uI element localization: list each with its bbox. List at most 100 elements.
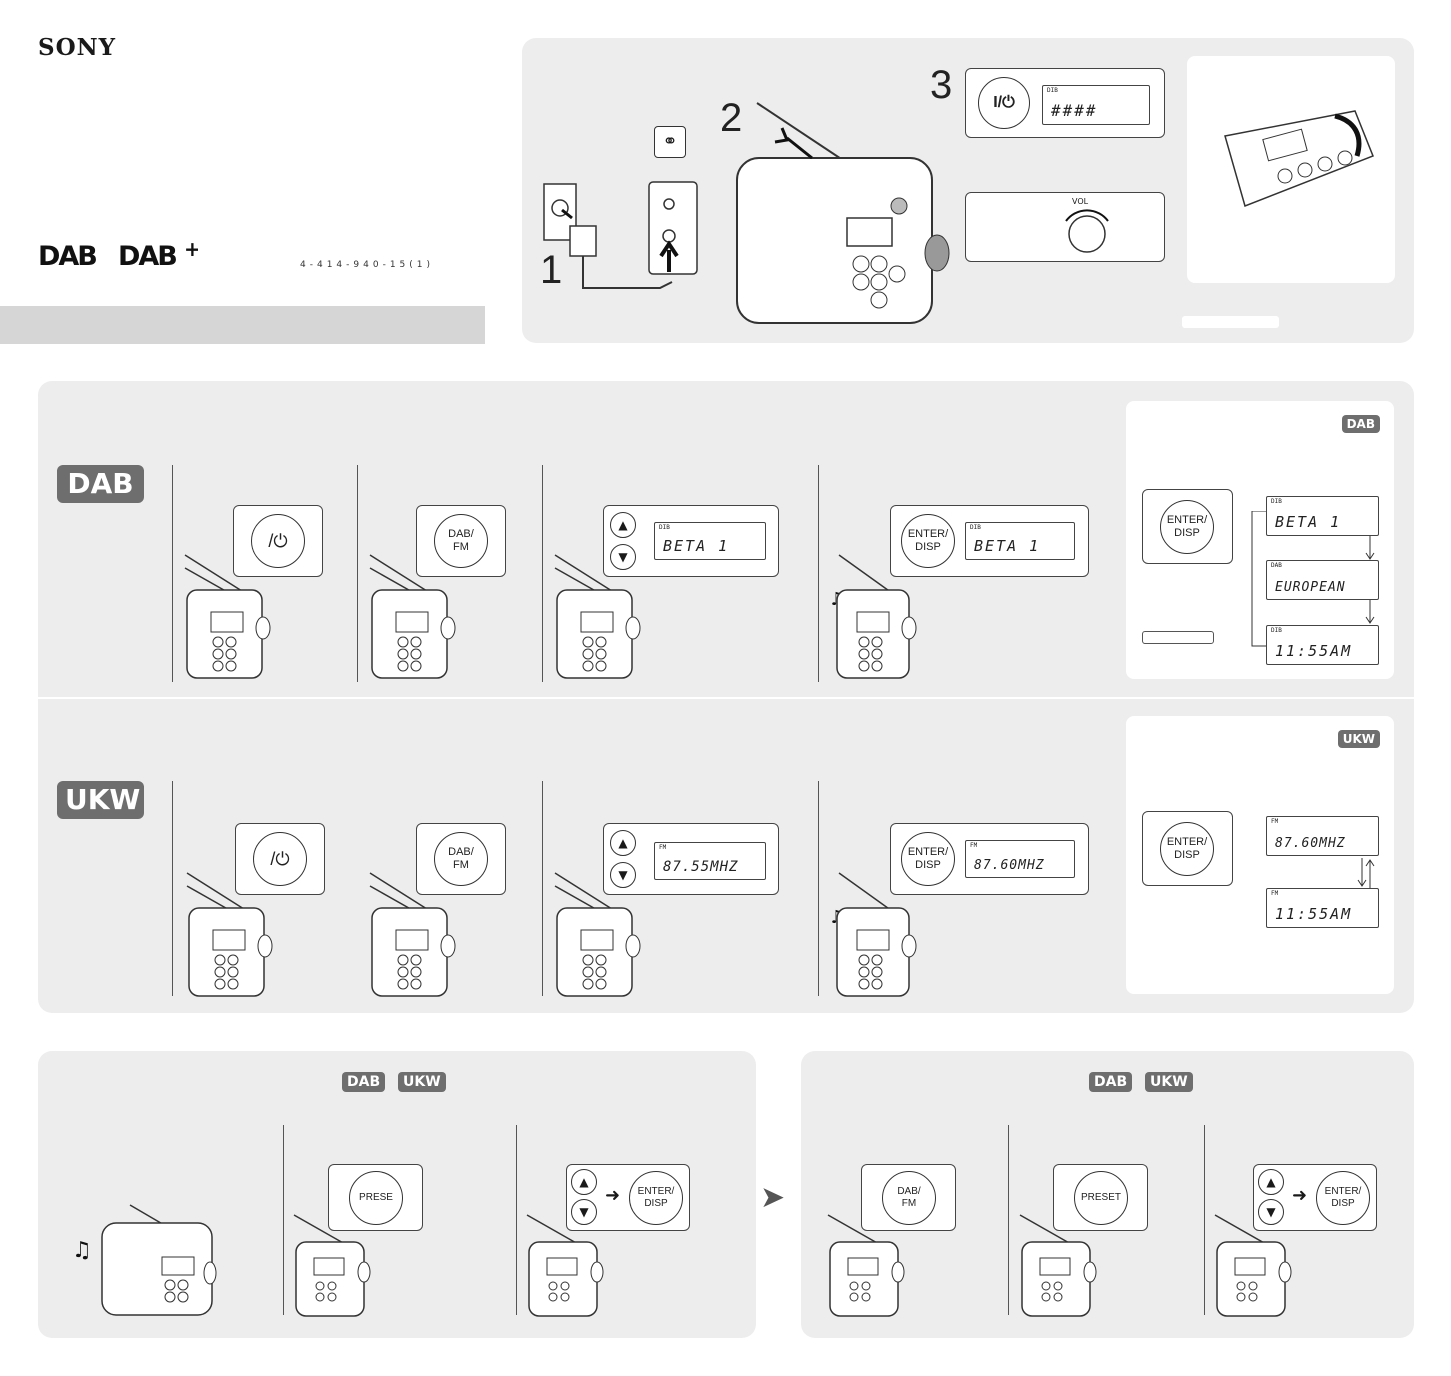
ukw-power-button[interactable]: /⏻ [253, 832, 307, 886]
setup-panel: 1 2 3 ⚭ I/⏻ DIB #### [522, 38, 1414, 343]
preset-left-tag-ukw: UKW [398, 1072, 446, 1092]
preset-divider-2 [516, 1125, 517, 1315]
dab-power-button[interactable]: /⏻ [251, 514, 305, 568]
preset-recall-mode-callout: DAB/ FM [861, 1164, 956, 1231]
ukw-radio-small-3 [554, 872, 641, 997]
ukw-radio-small-2 [369, 872, 456, 997]
ukw-cycle-arrows [1357, 858, 1375, 888]
input-jack-panel [648, 181, 698, 275]
ukw-tune-up-button[interactable]: ▲ [610, 830, 636, 856]
preset-store-enter-button[interactable]: ENTER/ DISP [629, 1171, 683, 1225]
power-button[interactable]: I/⏻ [978, 77, 1030, 129]
dab-tune-up-button[interactable]: ▲ [610, 512, 636, 538]
ukw-radio-small-4: ♫ [829, 872, 917, 997]
dab-cycle-arrows [1251, 511, 1375, 647]
dab-cycle-caption [1142, 631, 1214, 644]
preset-store-down-button[interactable]: ▼ [571, 1199, 597, 1225]
preset-select-enter-callout: ▲ ▼ ➜ ENTER/ DISP [566, 1164, 690, 1231]
dab-divider-2 [357, 465, 358, 682]
preset-recall-enter-button[interactable]: ENTER/ DISP [1316, 1171, 1370, 1225]
title-bar [0, 306, 485, 344]
dab-enter-callout: ENTER/ DISP DIB BETA 1 [890, 505, 1089, 577]
preset-recall-callout: PRESET [1053, 1164, 1148, 1231]
preset-divider-4 [1204, 1125, 1205, 1315]
ukw-divider-1 [172, 781, 173, 996]
dab-cycle-enter-label-2: DISP [1174, 527, 1200, 539]
ukw-power-callout: /⏻ [235, 823, 325, 895]
svg-text:DAB: DAB [118, 241, 176, 270]
preset-recall-up-button[interactable]: ▲ [1258, 1169, 1284, 1195]
preset-divider-3 [1008, 1125, 1009, 1315]
ukw-mode-label-1: DAB/ [448, 846, 474, 858]
preset-recall-mode-button[interactable]: DAB/ FM [882, 1171, 936, 1225]
ukw-enter-label-1: ENTER/ [907, 846, 949, 858]
dab-mode-callout: DAB/ FM [416, 505, 506, 577]
preset-store-callout: PRESE [328, 1164, 423, 1231]
preset-recall-button[interactable]: PRESET [1074, 1171, 1128, 1225]
preset-left-tag-dab: DAB [342, 1072, 386, 1092]
step-number-1: 1 [540, 248, 563, 292]
next-arrow-icon: ➤ [760, 1180, 786, 1215]
ukw-radio-small-1 [186, 872, 273, 997]
playing-radio-illustration: ♫ [72, 1204, 217, 1316]
svg-text:DAB: DAB [38, 241, 96, 270]
sony-logo: SONY [38, 34, 117, 61]
preset-recall-radio-2 [1019, 1214, 1097, 1317]
preset-store-up-button[interactable]: ▲ [571, 1169, 597, 1195]
ukw-enter-label-2: DISP [915, 859, 941, 871]
dab-radio-small-4: ♫ [829, 554, 917, 679]
dab-radio-small-3 [554, 554, 641, 679]
dab-tune-down-button[interactable]: ▼ [610, 544, 636, 570]
dab-mode-label-1: DAB/ [448, 528, 474, 540]
ac-adapter-illustration [543, 183, 673, 289]
dab-divider-3 [542, 465, 543, 682]
preset-store-radio [293, 1214, 371, 1317]
ukw-divider-2 [542, 781, 543, 996]
svg-text:+: + [184, 240, 198, 261]
ukw-mode-button[interactable]: DAB/ FM [434, 832, 488, 886]
dab-divider-1 [172, 465, 173, 682]
dab-tag: DAB [57, 465, 144, 503]
dab-enter-label-2: DISP [915, 541, 941, 553]
preset-recall-enter-callout: ▲ ▼ ➜ ENTER/ DISP [1253, 1164, 1377, 1231]
preset-recall-enter-label-2: DISP [1331, 1198, 1355, 1209]
dab-logo: DAB DAB + [38, 240, 198, 270]
dab-cycle-enter-button[interactable]: ENTER/ DISP [1160, 500, 1214, 554]
preset-store-radio-2 [526, 1214, 604, 1317]
ukw-cycle-enter-label-2: DISP [1174, 849, 1200, 861]
battery-caption-bar [1182, 316, 1279, 328]
ukw-tune-display: FM 87.55MHZ [654, 842, 766, 880]
svg-text:♫: ♫ [72, 1238, 92, 1263]
headphones-icon: ⚭ [654, 126, 686, 158]
preset-recall-down-button[interactable]: ▼ [1258, 1199, 1284, 1225]
dab-divider-4 [818, 465, 819, 682]
ukw-cycle-enter-callout: ENTER/ DISP [1142, 811, 1233, 886]
dab-mode-button[interactable]: DAB/ FM [434, 514, 488, 568]
ukw-tune-down-button[interactable]: ▼ [610, 862, 636, 888]
dab-mode-label-2: FM [453, 541, 469, 553]
ukw-enter-button[interactable]: ENTER/ DISP [901, 832, 955, 886]
dab-cycle-enter-label-1: ENTER/ [1166, 514, 1208, 526]
volume-callout: VOL [965, 192, 1165, 262]
dab-radio-small-1 [184, 554, 271, 679]
dab-enter-label-1: ENTER/ [907, 528, 949, 540]
dab-enter-button[interactable]: ENTER/ DISP [901, 514, 955, 568]
preset-right-tag-ukw: UKW [1145, 1072, 1193, 1092]
battery-compartment-illustration [1224, 110, 1374, 207]
preset-recall-enter-label-1: ENTER/ [1324, 1186, 1362, 1197]
preset-store-button[interactable]: PRESE [349, 1171, 403, 1225]
dab-cycle-enter-callout: ENTER/ DISP [1142, 489, 1233, 564]
preset-store-enter-label-2: DISP [644, 1198, 668, 1209]
ukw-cycle-enter-button[interactable]: ENTER/ DISP [1160, 822, 1214, 876]
ukw-divider-3 [818, 781, 819, 996]
dab-corner-tag: DAB [1341, 415, 1380, 433]
preset-divider-1 [283, 1125, 284, 1315]
preset-recall-radio-3 [1214, 1214, 1292, 1317]
